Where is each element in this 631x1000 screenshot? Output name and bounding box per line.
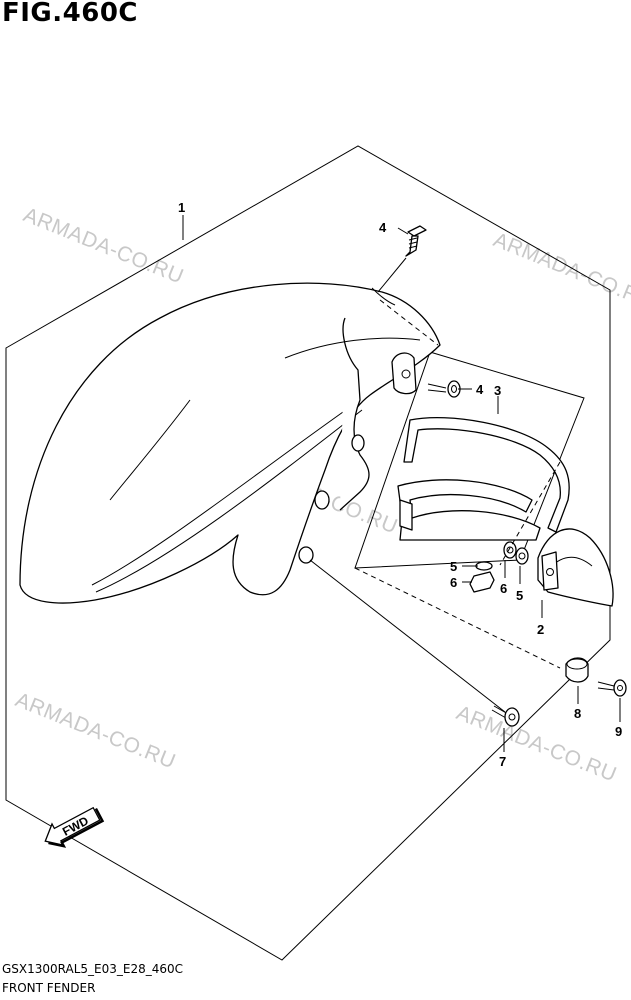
callouts: 1 4 4 3 5 6 6 5 2 8 9 7	[178, 200, 622, 769]
figure-caption: FRONT FENDER	[2, 981, 96, 995]
callout-5-left: 5	[450, 559, 457, 574]
callout-3: 3	[494, 383, 501, 398]
callout-9: 9	[615, 724, 622, 739]
figure-code: GSX1300RAL5_E03_E28_460C	[2, 962, 184, 976]
screw-top	[405, 225, 427, 257]
collar-8	[565, 657, 589, 683]
callout-2: 2	[537, 622, 544, 637]
fwd-arrow: FWD	[44, 806, 105, 848]
fender-rear-piece	[537, 528, 614, 607]
screw-mid	[427, 380, 461, 398]
washers-and-nuts	[469, 541, 529, 593]
callout-6-right: 6	[500, 581, 507, 596]
watermark: ARMADA-CO.RU	[453, 701, 620, 786]
assembly-outline	[5, 145, 611, 961]
callout-7: 7	[499, 754, 506, 769]
watermark: ARMADA-CO.RU	[20, 203, 187, 288]
fender-brace	[397, 417, 570, 541]
bolt-7	[491, 705, 520, 727]
leader-lines	[182, 215, 621, 752]
callout-4-mid: 4	[476, 382, 484, 397]
callout-5-right: 5	[516, 588, 523, 603]
callout-6-left: 6	[450, 575, 457, 590]
figure-title: FIG.460C	[2, 0, 139, 28]
callout-1: 1	[178, 200, 185, 215]
watermark: ARMADA-CO.RU	[12, 688, 179, 773]
callout-8: 8	[574, 706, 581, 721]
front-fender	[19, 282, 441, 604]
bolt-9	[597, 679, 627, 697]
callout-4-top: 4	[379, 220, 387, 235]
